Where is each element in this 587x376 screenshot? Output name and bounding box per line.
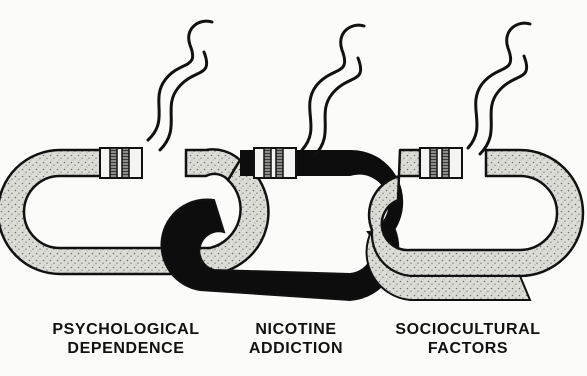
cigarette-icon	[254, 148, 296, 178]
label-line: SOCIOCULTURAL	[368, 320, 568, 339]
label-line: PSYCHOLOGICAL	[28, 320, 224, 339]
label-line: NICOTINE	[230, 320, 362, 339]
label-line: FACTORS	[368, 339, 568, 358]
cigarette-icon	[420, 148, 462, 178]
label-line: ADDICTION	[230, 339, 362, 358]
smoke-plume-icon	[468, 23, 530, 154]
smoke-plume-icon	[302, 25, 364, 156]
label-sociocultural-factors: SOCIOCULTURAL FACTORS	[368, 320, 568, 358]
label-psychological-dependence: PSYCHOLOGICAL DEPENDENCE	[28, 320, 224, 358]
smoke-plume-icon	[148, 21, 212, 150]
label-nicotine-addiction: NICOTINE ADDICTION	[230, 320, 362, 358]
link-psychological	[0, 21, 268, 274]
label-line: DEPENDENCE	[28, 339, 224, 358]
cigarette-icon	[100, 148, 142, 178]
link-sociocultural	[367, 23, 583, 300]
